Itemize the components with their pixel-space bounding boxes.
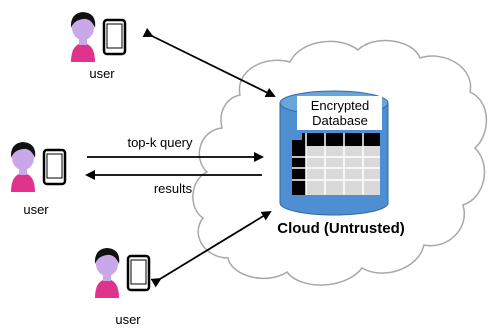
- user-label: user: [89, 66, 115, 81]
- encrypted-database: Encrypted Database: [279, 90, 389, 216]
- database-label-line2: Database: [312, 113, 368, 128]
- person-icon: [10, 142, 36, 192]
- user-top: user: [70, 12, 127, 81]
- query-label: top-k query: [127, 135, 193, 150]
- person-icon: [70, 12, 96, 62]
- person-icon: [94, 248, 120, 298]
- user-bottom: user: [94, 248, 151, 327]
- database-label-line1: Encrypted: [311, 98, 370, 113]
- smartphone-icon: [42, 148, 67, 186]
- data-table: [292, 133, 380, 195]
- results-label: results: [154, 181, 193, 196]
- smartphone-icon: [126, 254, 151, 292]
- arrows: [85, 27, 276, 288]
- cloud-label: Cloud (Untrusted): [277, 220, 404, 237]
- user-label: user: [115, 312, 141, 327]
- database-label-box: [297, 96, 382, 130]
- user-label: user: [23, 202, 49, 217]
- smartphone-icon: [102, 18, 127, 56]
- arrow-bottom-user-cloud: [150, 210, 272, 288]
- arrow-top-user-cloud: [142, 27, 276, 97]
- user-middle: user: [10, 142, 67, 217]
